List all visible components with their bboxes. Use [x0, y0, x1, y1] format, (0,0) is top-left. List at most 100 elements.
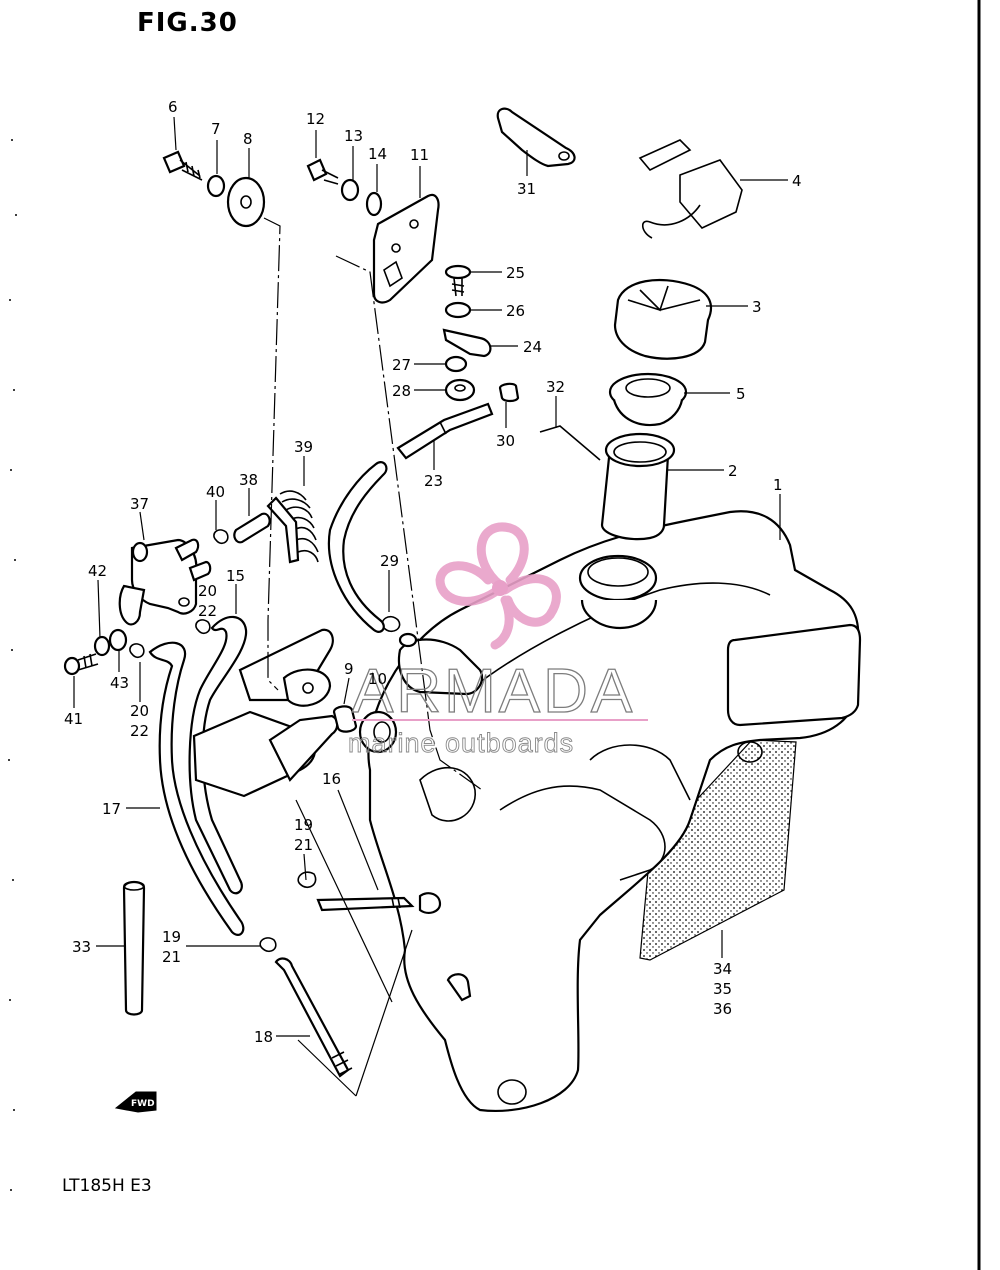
callout-32: 32	[546, 378, 565, 396]
callout-26: 26	[506, 302, 525, 320]
washer-7	[206, 174, 226, 198]
nut-13	[340, 178, 360, 202]
callout-37: 37	[130, 495, 149, 513]
propeller-logo-icon	[435, 522, 561, 650]
breather-hose-23	[396, 402, 494, 460]
fwd-label: FWD	[131, 1099, 155, 1109]
callout-41: 41	[64, 710, 83, 728]
callout-16: 16	[322, 770, 341, 788]
callout-42: 42	[88, 562, 107, 580]
grommet-28	[444, 378, 476, 402]
callout-31: 31	[517, 180, 536, 198]
hose-17	[148, 641, 245, 936]
fuel-hose-15	[188, 615, 248, 895]
callout-6: 6	[168, 98, 178, 116]
callout-7: 7	[211, 120, 221, 138]
callout-12: 12	[306, 110, 325, 128]
cap-gasket	[608, 372, 688, 427]
grommet-10	[358, 710, 398, 754]
callout-23: 23	[424, 472, 443, 490]
callout-19-lower: 19	[162, 928, 181, 946]
callout-30: 30	[496, 432, 515, 450]
clip-40	[213, 529, 229, 545]
callout-1: 1	[773, 476, 783, 494]
breather-hose-arc	[327, 461, 388, 633]
scan-speckles	[8, 139, 17, 1191]
callout-5: 5	[736, 385, 746, 403]
callout-35: 35	[713, 980, 732, 998]
model-code: LT185H E3	[62, 1176, 152, 1196]
callout-10: 10	[368, 670, 387, 688]
guide-lines	[263, 217, 483, 1097]
mount-bracket	[192, 628, 339, 798]
hose-32-route	[539, 425, 601, 461]
callout-38: 38	[239, 471, 258, 489]
callout-29: 29	[380, 552, 399, 570]
callout-17: 17	[102, 800, 121, 818]
callout-4: 4	[792, 172, 802, 190]
callout-39: 39	[294, 438, 313, 456]
watermark-brand: ARMADA	[352, 657, 635, 726]
clamp-19-21-upper	[297, 871, 317, 889]
collar-9	[332, 705, 358, 733]
hose-38	[233, 512, 271, 544]
callout-13: 13	[344, 127, 363, 145]
callout-21-upper: 21	[294, 836, 313, 854]
fuel-valve-37	[118, 538, 212, 626]
callout-20-lower: 20	[130, 702, 149, 720]
callout-19-upper: 19	[294, 816, 313, 834]
fuel-cap	[613, 278, 713, 360]
washer-26	[444, 301, 472, 319]
clip-20-22-lower	[129, 643, 145, 659]
cap-strap	[638, 139, 743, 239]
bolt-6	[162, 150, 203, 181]
washer-14	[365, 191, 383, 217]
bolt-12	[306, 158, 339, 185]
hose-30	[498, 382, 520, 403]
bolt-16	[316, 892, 442, 914]
fuel-tank	[367, 510, 862, 1112]
propeller-hub-icon	[492, 580, 508, 596]
bracket-11	[372, 193, 440, 304]
callout-9: 9	[344, 660, 354, 678]
washer-42	[93, 635, 111, 657]
spring-39	[266, 490, 319, 564]
washer-43	[108, 628, 128, 652]
tank-mount-bolt	[446, 973, 472, 1002]
callout-34: 34	[713, 960, 732, 978]
callout-25: 25	[506, 264, 525, 282]
watermark-tagline: marine outboards	[348, 728, 574, 758]
figure-title: FIG.30	[137, 8, 238, 38]
callout-22-upper: 22	[198, 602, 217, 620]
callout-21-lower: 21	[162, 948, 181, 966]
filler-pipe	[600, 432, 676, 541]
callout-28: 28	[392, 382, 411, 400]
screw-41	[63, 653, 99, 676]
callout-27: 27	[392, 356, 411, 374]
fwd-arrow-icon	[114, 1091, 157, 1113]
clamp-24	[442, 328, 492, 358]
screw-25	[444, 264, 472, 297]
callout-36: 36	[713, 1000, 732, 1018]
callout-11: 11	[410, 146, 429, 164]
bolt-18	[274, 957, 353, 1078]
clip-29	[381, 615, 401, 633]
callout-3: 3	[752, 298, 762, 316]
washer-8	[226, 176, 266, 228]
callout-43: 43	[110, 674, 129, 692]
filler-neck	[578, 554, 658, 630]
rubber-strip-33	[122, 880, 146, 1016]
washer-27	[444, 355, 468, 373]
callout-20-upper: 20	[198, 582, 217, 600]
callout-8: 8	[243, 130, 253, 148]
clamp-19-21-lower	[259, 937, 277, 953]
callout-15: 15	[226, 567, 245, 585]
strap-bracket-31	[496, 107, 576, 168]
callout-24: 24	[523, 338, 542, 356]
callout-labels: 6 7 8 12 13 14 11 31 4 3 25 26 24 27 28 …	[64, 98, 802, 1046]
callout-14: 14	[368, 145, 387, 163]
clip-20-22-upper	[195, 619, 211, 635]
callout-40: 40	[206, 483, 225, 501]
